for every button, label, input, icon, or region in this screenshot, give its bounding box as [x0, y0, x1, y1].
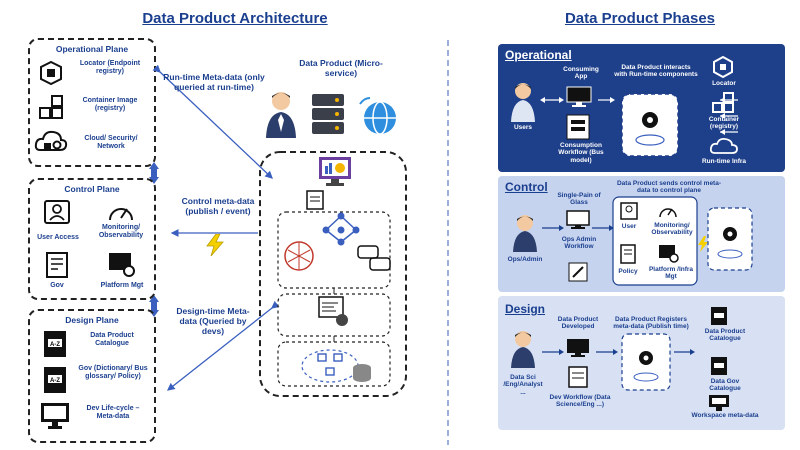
single-pane-monitor-icon [566, 210, 590, 229]
data-product-box [259, 151, 407, 397]
ops-admin-label: Ops/Admin [507, 256, 543, 263]
ctrl-policy-icon [620, 244, 636, 264]
dev-lifecycle-label: Dev Life-cycle – Meta-data [86, 405, 140, 421]
ctrl-arrows [542, 225, 614, 231]
gov-catalogue-label: Data Gov Catalogue [709, 378, 741, 393]
single-pane-label: Single-Pain of Glass [557, 192, 601, 207]
user-access-icon [44, 200, 70, 224]
ctrl-monitoring-label: Monitoring/ Observability [651, 222, 693, 237]
ctrl-data-product-icon [707, 207, 753, 271]
chat-icon [357, 245, 391, 271]
ctrl-policy-label: Policy [618, 268, 638, 275]
workflow-label: Consumption Workflow (Bus model) [558, 142, 604, 164]
consuming-app-label: Consuming App [563, 66, 599, 81]
op-container-label: Container (registry) [708, 116, 740, 131]
op-infra-label: Run-time Infra [701, 158, 747, 165]
meta-arrows [152, 64, 280, 391]
users-label: Users [513, 124, 533, 131]
svg-text:A-Z: A-Z [50, 378, 60, 384]
ctrl-lightning-icon [698, 236, 708, 252]
cloud-label: Cloud/ Security/ Network [84, 135, 138, 151]
ctrl-user-icon [620, 202, 638, 220]
op-locator-icon [713, 56, 733, 78]
network-graph-icon [322, 212, 360, 246]
code-window-icon [318, 296, 348, 326]
gov-dictionary-label: Gov (Dictionary/ Bus glossary/ Policy) [78, 365, 148, 381]
platform-mgt-label: Platform Mgt [100, 282, 144, 289]
op-locator-label: Locator [712, 80, 736, 87]
dev-workflow-label: Dev Workflow (Data Science/Eng ...) [549, 394, 611, 409]
phases-title: Data Product Phases [564, 10, 716, 27]
platform-mgt-icon [109, 253, 135, 277]
catalogue-label: Data Product Catalogue [90, 332, 134, 348]
server-rack-icon [312, 94, 344, 134]
locator-icon [40, 60, 62, 86]
design-plane: Design Plane [28, 309, 156, 443]
developed-label: Data Product Developed [557, 316, 599, 331]
interacts-label: Data Product interacts with Run-time com… [614, 64, 698, 79]
cloud-security-icon [34, 130, 68, 151]
container-image-icon [39, 95, 63, 119]
ops-admin-icon [513, 215, 537, 252]
ops-workflow-label: Ops Admin Workflow [561, 236, 597, 251]
op-infra-icon [710, 137, 738, 154]
data-sci-icon [511, 331, 535, 368]
person-icon [266, 92, 296, 138]
dev-monitor-icon [41, 403, 69, 429]
divider [447, 40, 449, 445]
sends-label: Data Product sends control meta-data to … [616, 180, 722, 195]
design-arrows [542, 349, 695, 355]
gov-checklist-icon [46, 252, 68, 278]
consuming-app-monitor-icon [566, 86, 592, 107]
gov-book-icon: A-Z [44, 367, 66, 393]
ctrl-platform-icon [659, 245, 679, 263]
ctrl-monitoring-icon [659, 208, 677, 218]
operational-plane-title: Operational Plane [55, 44, 129, 54]
document-icon [306, 190, 324, 210]
gov-label: Gov [50, 282, 64, 289]
database-schema-icon [301, 349, 371, 383]
users-icon [511, 83, 535, 122]
control-meta-label: Control meta-data (publish / event) [181, 196, 255, 217]
operational-title: Operational [505, 48, 572, 62]
svg-text:A-Z: A-Z [50, 342, 60, 348]
runtime-meta-label: Run-time Meta-data (only queried at run-… [163, 72, 265, 93]
ctrl-user-label: User [621, 223, 637, 230]
workflow-doc-icon [566, 114, 590, 140]
gov-catalogue-icon [711, 357, 727, 375]
wrench-icon [568, 262, 588, 282]
op-container-icon [712, 92, 734, 113]
control-title: Control [505, 180, 548, 194]
catalogue-book-icon: A-Z [44, 331, 66, 357]
data-sci-label: Data Sci /Eng/Analyst ... [503, 374, 543, 396]
monitoring-label: Monitoring/ Observability [98, 224, 144, 240]
control-plane: Control Plane [28, 178, 156, 300]
architecture-title: Data Product Architecture [142, 10, 328, 27]
monitoring-icon [109, 208, 133, 221]
locator-label: Locator (Endpoint registry) [79, 60, 141, 76]
ctrl-platform-label: Platform /Infra Mgt [648, 266, 694, 281]
lightning-icon [206, 234, 224, 256]
design-plane-title: Design Plane [65, 315, 119, 325]
container-label: Container Image (registry) [82, 97, 138, 113]
user-access-label: User Access [37, 234, 79, 241]
dashboard-icon [319, 157, 351, 186]
workspace-label: Workspace meta-data [691, 412, 759, 419]
registers-label: Data Product Registers meta-data (Publis… [613, 316, 689, 331]
neural-net-icon [284, 241, 314, 271]
design-title: Design [505, 302, 546, 316]
globe-icon [359, 97, 396, 135]
workspace-icon [709, 395, 729, 411]
design-catalogue-label: Data Product Catalogue [704, 328, 746, 343]
dev-workflow-doc-icon [568, 366, 588, 388]
design-catalogue-icon [711, 307, 727, 325]
op-data-product-icon [621, 93, 679, 157]
design-monitor-icon [567, 339, 589, 357]
design-meta-label: Design-time Meta-data (Queried by devs) [176, 306, 250, 337]
design-data-product-icon [621, 333, 671, 391]
data-product-label: Data Product (Micro-service) [299, 58, 383, 79]
control-plane-title: Control Plane [64, 184, 120, 194]
